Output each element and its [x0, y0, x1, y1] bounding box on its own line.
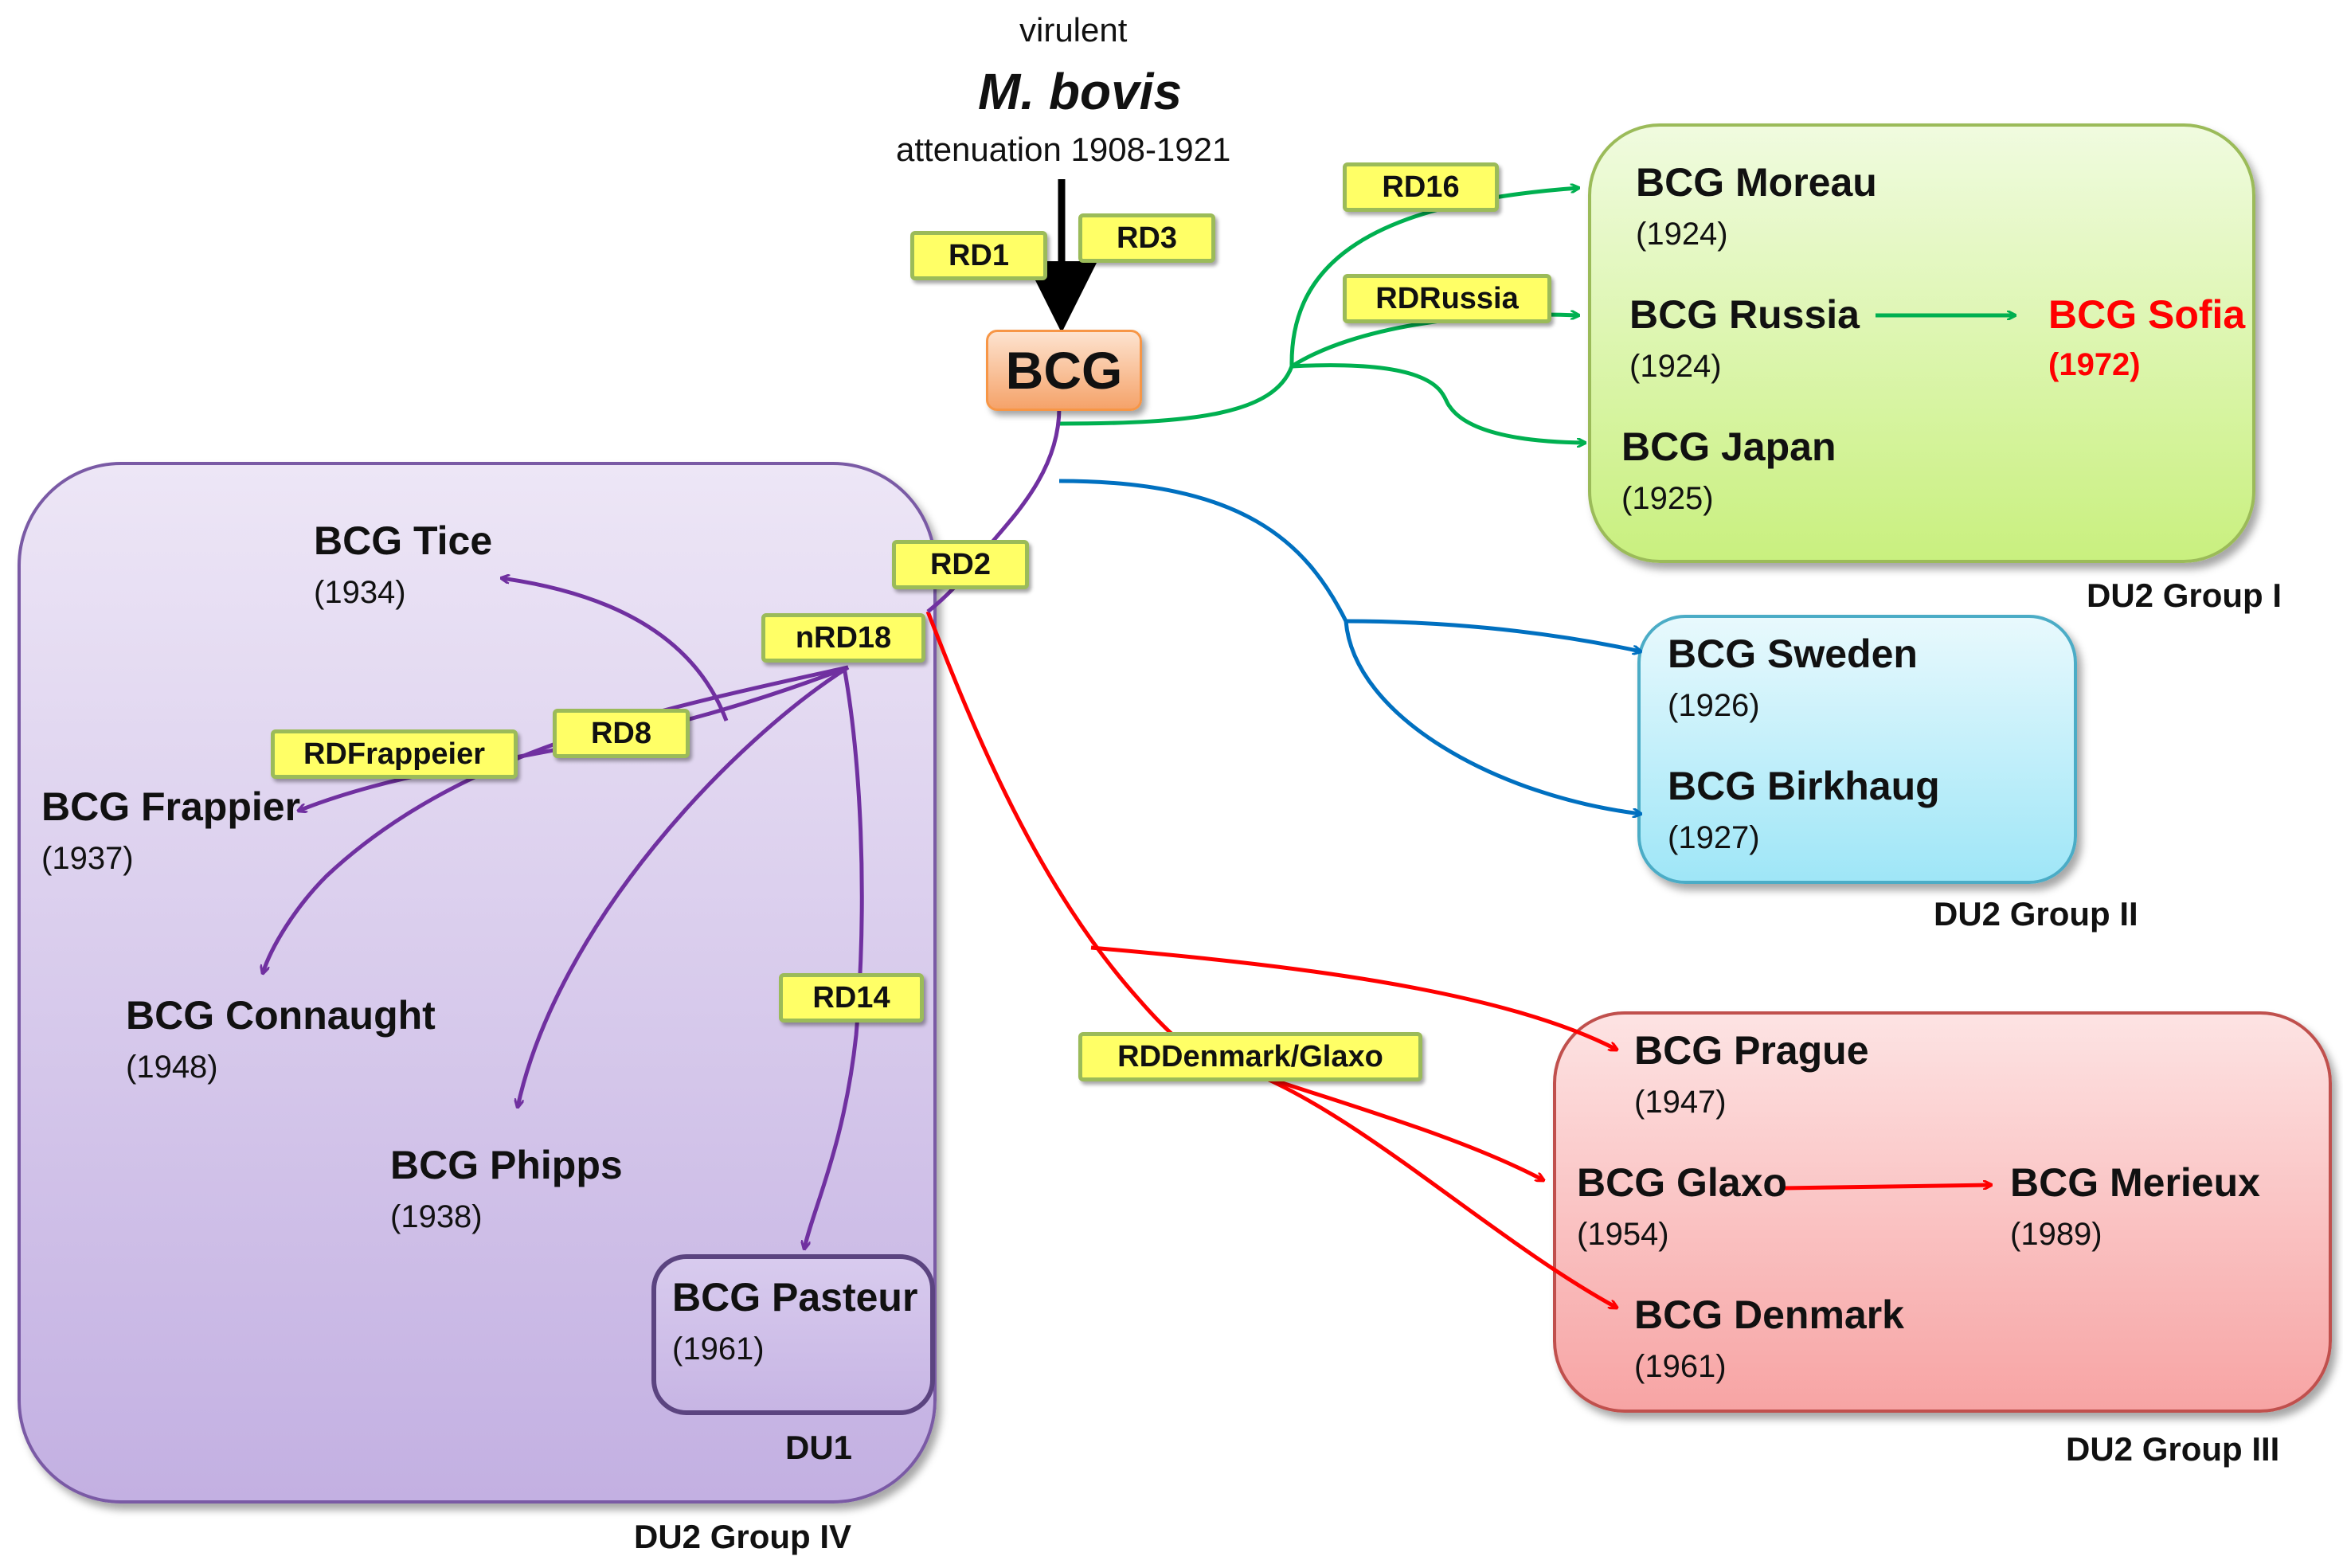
strain-bcg-merieux: BCG Merieux: [2010, 1160, 2260, 1205]
strain-bcg-sofia: BCG Sofia: [2048, 292, 2246, 337]
rd1-tag: RD1: [910, 231, 1047, 280]
arrow-to-tice: [502, 578, 729, 721]
nrd18-tag: nRD18: [761, 613, 925, 663]
year-bcg-prague: (1947): [1634, 1085, 1727, 1120]
rd8-tag: RD8: [553, 709, 690, 758]
group-ii-label: DU2 Group II: [1934, 895, 2138, 933]
rdrussia-tag: RDRussia: [1343, 274, 1551, 323]
strain-bcg-glaxo: BCG Glaxo: [1577, 1160, 1787, 1205]
year-bcg-russia: (1924): [1629, 349, 1722, 384]
strain-bcg-connaught: BCG Connaught: [126, 993, 436, 1038]
strain-bcg-moreau: BCG Moreau: [1636, 160, 1877, 205]
du2-group-ii-panel: [1637, 615, 2077, 884]
strain-bcg-prague: BCG Prague: [1634, 1028, 1869, 1073]
bcg-to-group-ii-link: [1058, 479, 1348, 623]
arrow-to-pasteur: [804, 667, 864, 1249]
arrow-to-moreau: [1289, 188, 1578, 367]
du2-group-i-panel: [1588, 123, 2255, 563]
rd3-tag: RD3: [1078, 213, 1215, 263]
arrow-glaxo-to-merieux: [1783, 1185, 1991, 1191]
species-label: M. bovis: [978, 63, 1183, 120]
arrow-to-denmark: [1258, 1073, 1617, 1308]
bcg-root-node: BCG: [986, 330, 1142, 411]
strain-bcg-japan: BCG Japan: [1621, 424, 1836, 469]
rd2-tag: RD2: [892, 540, 1029, 589]
strain-bcg-phipps: BCG Phipps: [390, 1143, 623, 1187]
year-bcg-japan: (1925): [1621, 481, 1714, 516]
strain-bcg-denmark: BCG Denmark: [1634, 1292, 1904, 1337]
year-bcg-merieux: (1989): [2010, 1217, 2102, 1252]
strain-bcg-frappier: BCG Frappier: [41, 784, 301, 829]
rdfrappeier-tag: RDFrappeier: [271, 729, 518, 779]
year-bcg-birkhaug: (1927): [1668, 820, 1760, 855]
group-iv-label: DU2 Group IV: [634, 1518, 852, 1555]
group-i-label: DU2 Group I: [2087, 577, 2282, 614]
strain-bcg-pasteur: BCG Pasteur: [672, 1275, 918, 1320]
virulent-label: virulent: [1019, 11, 1128, 49]
year-bcg-phipps: (1938): [390, 1199, 483, 1234]
year-bcg-sofia: (1972): [2048, 347, 2141, 382]
rd14-tag: RD14: [779, 973, 924, 1023]
year-bcg-glaxo: (1954): [1577, 1217, 1669, 1252]
arrow-to-connaught: [263, 665, 849, 973]
year-bcg-denmark: (1961): [1634, 1349, 1727, 1384]
du1-pasteur-box: [651, 1254, 935, 1415]
bcg-to-group-iii-link: [925, 611, 1260, 1077]
year-bcg-connaught: (1948): [126, 1050, 218, 1085]
strain-bcg-birkhaug: BCG Birkhaug: [1668, 764, 1940, 808]
arrow-to-sweden: [1345, 619, 1641, 651]
attenuation-label: attenuation 1908-1921: [896, 131, 1231, 168]
year-bcg-moreau: (1924): [1636, 217, 1728, 252]
du2-group-iii-panel: [1553, 1011, 2332, 1413]
year-bcg-frappier: (1937): [41, 841, 134, 876]
rddenmark-glaxo-tag: RDDenmark/Glaxo: [1078, 1032, 1422, 1081]
bcg-to-group-i-link: [1058, 366, 1294, 426]
du1-label: DU1: [785, 1429, 853, 1466]
strain-bcg-sweden: BCG Sweden: [1668, 632, 1918, 676]
group-iii-label: DU2 Group III: [2066, 1430, 2280, 1468]
year-bcg-tice: (1934): [314, 575, 406, 610]
arrow-to-phipps: [518, 665, 850, 1107]
year-bcg-sweden: (1926): [1668, 688, 1760, 723]
rd16-tag: RD16: [1343, 162, 1499, 212]
arrow-to-japan: [1291, 363, 1585, 443]
strain-bcg-russia: BCG Russia: [1629, 292, 1860, 337]
year-bcg-pasteur: (1961): [672, 1331, 765, 1367]
arrow-to-glaxo: [1258, 1073, 1543, 1180]
arrow-to-birkhaug: [1344, 620, 1641, 814]
arrow-to-prague: [1090, 945, 1617, 1050]
strain-bcg-tice: BCG Tice: [314, 518, 493, 563]
